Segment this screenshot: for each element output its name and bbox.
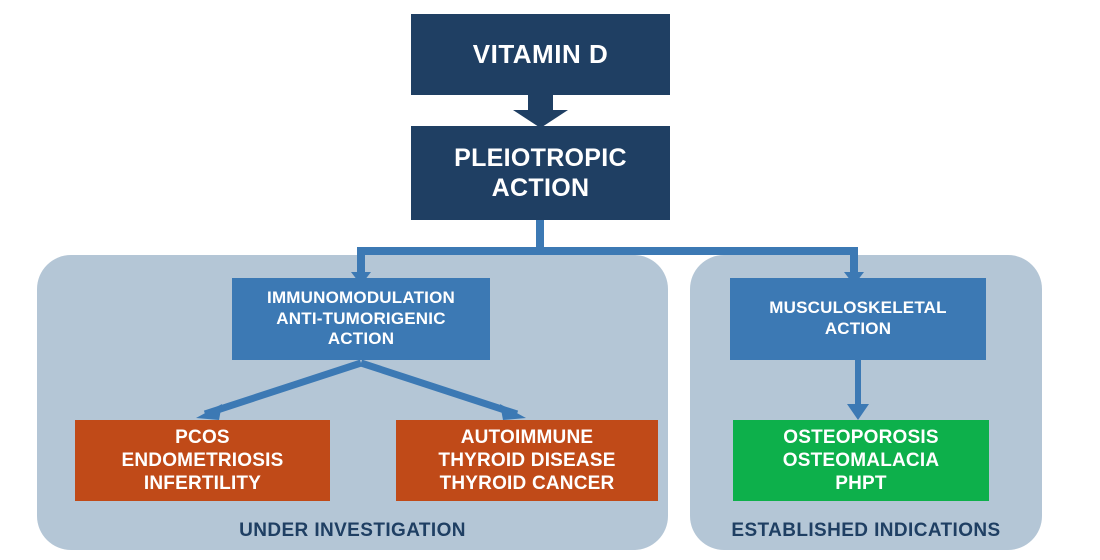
panel-caption-under-investigation: UNDER INVESTIGATION — [239, 520, 466, 541]
node-musculoskeletal-label: MUSCULOSKELETAL ACTION — [769, 298, 947, 338]
node-pcos-label: PCOS ENDOMETRIOSIS INFERTILITY — [121, 426, 284, 495]
node-pcos: PCOS ENDOMETRIOSIS INFERTILITY — [75, 420, 330, 501]
node-osteoporosis: OSTEOPOROSIS OSTEOMALACIA PHPT — [733, 420, 989, 501]
node-immunomodulation-label: IMMUNOMODULATION ANTI-TUMORIGENIC ACTION — [267, 287, 455, 349]
node-immunomodulation: IMMUNOMODULATION ANTI-TUMORIGENIC ACTION — [232, 278, 490, 360]
node-musculoskeletal: MUSCULOSKELETAL ACTION — [730, 278, 986, 360]
node-autoimmune: AUTOIMMUNE THYROID DISEASE THYROID CANCE… — [396, 420, 658, 501]
node-pleiotropic-action: PLEIOTROPIC ACTION — [411, 126, 670, 220]
arrow-vitamin-d-to-pleiotropic — [513, 95, 568, 128]
node-osteoporosis-label: OSTEOPOROSIS OSTEOMALACIA PHPT — [782, 426, 940, 495]
node-vitamin-d-label: VITAMIN D — [472, 38, 609, 69]
node-vitamin-d: VITAMIN D — [411, 14, 670, 95]
node-pleiotropic-action-label: PLEIOTROPIC ACTION — [454, 143, 627, 203]
node-autoimmune-label: AUTOIMMUNE THYROID DISEASE THYROID CANCE… — [438, 426, 616, 495]
panel-caption-established-indications: ESTABLISHED INDICATIONS — [731, 520, 1001, 541]
